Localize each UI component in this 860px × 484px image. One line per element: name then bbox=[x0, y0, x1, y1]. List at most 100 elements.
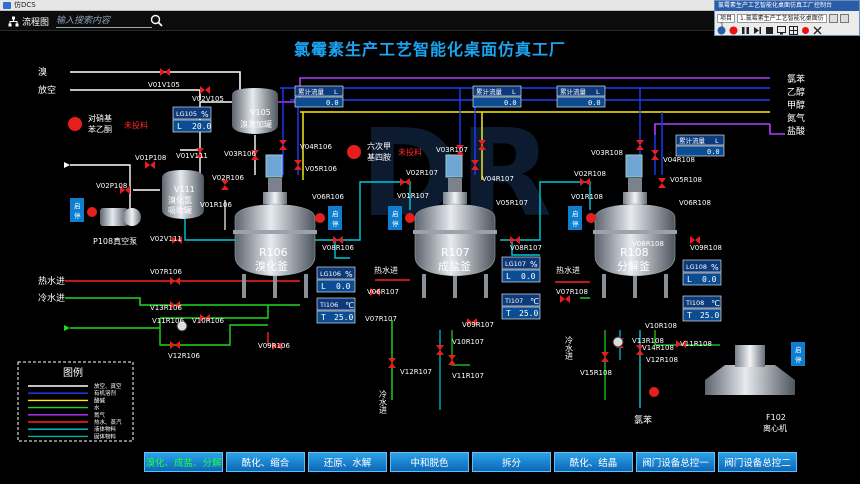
flow-totalizer-1: 累计流量 L 0.0 bbox=[294, 85, 344, 108]
p108-start-stop-button[interactable]: 启 停 bbox=[70, 198, 97, 222]
legend-item-label: 液体物料 bbox=[94, 425, 117, 433]
material2-indicator-icon[interactable] bbox=[347, 145, 361, 159]
record-icon[interactable] bbox=[729, 26, 738, 35]
lg106-value: 0.0 bbox=[336, 282, 351, 291]
svg-text:启: 启 bbox=[332, 209, 339, 218]
tab-1[interactable]: 酰化、缩合 bbox=[226, 452, 305, 472]
svg-text:TI107: TI107 bbox=[504, 297, 523, 305]
tab-7[interactable]: 阀门设备总控二 bbox=[718, 452, 797, 472]
svg-text:V08R108: V08R108 bbox=[632, 240, 664, 248]
svg-text:V05R107: V05R107 bbox=[496, 199, 528, 207]
r106-reactor[interactable] bbox=[232, 177, 318, 299]
svg-text:T: T bbox=[321, 313, 326, 322]
material2-line2: 基四胺 bbox=[367, 152, 391, 162]
search-input[interactable] bbox=[56, 14, 152, 28]
p108-vacuum-pump[interactable]: P108真空泵 bbox=[93, 208, 141, 246]
flowchart-icon bbox=[8, 16, 19, 27]
source-methanol: 甲醇 bbox=[787, 99, 805, 111]
legend-title: 图例 bbox=[63, 366, 83, 379]
v105-name: V105 bbox=[250, 108, 271, 117]
step-icon[interactable] bbox=[753, 26, 762, 35]
tab-0[interactable]: 溴化、成盐、分解 bbox=[144, 452, 223, 472]
search-icon[interactable] bbox=[150, 14, 163, 27]
record-small-icon[interactable] bbox=[801, 26, 810, 35]
svg-text:V11R107: V11R107 bbox=[452, 372, 484, 380]
water-out-arrow-icon bbox=[64, 325, 70, 331]
ti107-indicator: TI107 ℃ T 25.0 bbox=[501, 293, 541, 320]
stop-icon[interactable] bbox=[765, 26, 774, 35]
process-diagram: DR V105 溴 bbox=[17, 66, 805, 442]
svg-text:℃: ℃ bbox=[530, 297, 539, 306]
exit-icon[interactable] bbox=[813, 26, 822, 35]
f102-start-stop-button[interactable]: 启 停 bbox=[649, 342, 805, 397]
r107-agitator-motor-icon bbox=[445, 154, 463, 178]
svg-text:V02P108: V02P108 bbox=[96, 182, 127, 190]
tab-2[interactable]: 还原、水解 bbox=[308, 452, 387, 472]
v105-tank[interactable]: V105 溴滴加罐 bbox=[232, 88, 278, 134]
svg-text:V02R107: V02R107 bbox=[406, 169, 438, 177]
pause-icon[interactable] bbox=[741, 26, 750, 35]
r107-cold-water-label: 冷水进 bbox=[379, 389, 388, 415]
svg-text:L: L bbox=[687, 275, 692, 284]
p108-label: P108真空泵 bbox=[93, 236, 137, 246]
r108-agitator-motor-icon bbox=[625, 154, 643, 178]
dropdown-icon[interactable] bbox=[829, 13, 838, 23]
material1-indicator-icon[interactable] bbox=[68, 117, 82, 131]
v111-tank[interactable]: V111 溴化氢 吸收罐 bbox=[162, 170, 204, 219]
svg-text:累计流量: 累计流量 bbox=[679, 136, 706, 145]
tab-6[interactable]: 阀门设备总控一 bbox=[636, 452, 715, 472]
r106-start-stop-button[interactable]: 启 停 bbox=[315, 206, 342, 230]
r107-name: R107 bbox=[441, 246, 470, 259]
tab-5[interactable]: 酰化、结晶 bbox=[554, 452, 633, 472]
svg-text:L: L bbox=[506, 272, 511, 281]
svg-text:停: 停 bbox=[795, 355, 802, 364]
r107-start-stop-button[interactable]: 启 停 bbox=[388, 206, 415, 230]
svg-text:累计流量: 累计流量 bbox=[560, 87, 587, 96]
material2-status: 未投料 bbox=[398, 147, 422, 157]
v111-desc2: 吸收罐 bbox=[168, 205, 192, 215]
r106-agitator-motor-icon bbox=[265, 154, 283, 178]
svg-text:V05R106: V05R106 bbox=[305, 165, 337, 173]
lg108-indicator: LG108 % L 0.0 bbox=[682, 259, 722, 286]
source-hot-water: 热水进 bbox=[38, 275, 65, 287]
tab-3[interactable]: 中和脱色 bbox=[390, 452, 469, 472]
svg-text:0.0: 0.0 bbox=[707, 148, 720, 156]
source-chlorobenzene: 氯苯 bbox=[787, 73, 805, 85]
flow-chart-button[interactable]: 流程图 bbox=[8, 15, 49, 28]
svg-text:L: L bbox=[334, 88, 338, 96]
svg-text:V06R107: V06R107 bbox=[367, 288, 399, 296]
vent-arrow-icon bbox=[64, 162, 70, 168]
tab-4[interactable]: 拆分 bbox=[472, 452, 551, 472]
source-vent: 放空 bbox=[38, 84, 56, 96]
scenario-select[interactable]: 1.氯霉素生产工艺智能化桌面仿 bbox=[737, 13, 827, 23]
r108-reactor[interactable] bbox=[592, 177, 678, 299]
r106-cooler-icon bbox=[176, 320, 188, 332]
close-icon[interactable] bbox=[840, 13, 849, 23]
lg108-value: 0.0 bbox=[702, 275, 717, 284]
r108-start-stop-button[interactable]: 启 停 bbox=[568, 206, 596, 230]
lg106-indicator: LG106 % L 0.0 bbox=[316, 266, 356, 293]
info-icon[interactable] bbox=[717, 26, 726, 35]
project-select[interactable]: 项目1 bbox=[717, 13, 735, 29]
svg-text:V15R108: V15R108 bbox=[580, 369, 612, 377]
svg-text:L: L bbox=[512, 88, 516, 96]
svg-text:V12R108: V12R108 bbox=[646, 356, 678, 364]
svg-text:V10R106: V10R106 bbox=[192, 317, 224, 325]
svg-text:V10R108: V10R108 bbox=[645, 322, 677, 330]
monitor-icon[interactable] bbox=[777, 25, 786, 35]
source-bromine: 溴 bbox=[38, 66, 47, 78]
f102-centrifuge[interactable]: F102 离心机 bbox=[705, 345, 795, 433]
v105-desc: 溴滴加罐 bbox=[240, 119, 272, 129]
svg-text:V09R107: V09R107 bbox=[462, 321, 494, 329]
svg-text:V12R107: V12R107 bbox=[400, 368, 432, 376]
svg-text:℃: ℃ bbox=[345, 301, 354, 310]
svg-text:V02R108: V02R108 bbox=[574, 170, 606, 178]
svg-text:LG108: LG108 bbox=[686, 263, 707, 271]
product-label: 氯苯 bbox=[634, 414, 652, 426]
grid-icon[interactable] bbox=[789, 25, 798, 35]
svg-text:V14R108: V14R108 bbox=[642, 344, 674, 352]
source-cold-water: 冷水进 bbox=[38, 292, 65, 304]
valve-labels: V01V105 V02V105 V01V111 V01P108 V02P108 … bbox=[96, 81, 722, 380]
svg-text:V01R107: V01R107 bbox=[397, 192, 429, 200]
svg-text:T: T bbox=[506, 309, 511, 318]
